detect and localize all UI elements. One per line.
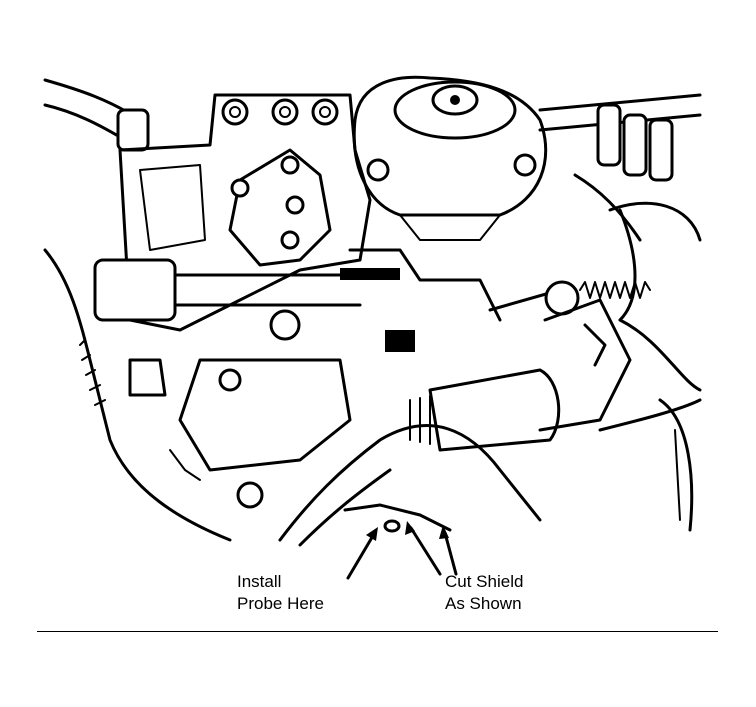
right-hose (608, 201, 702, 392)
install-probe-line-2: Probe Here (237, 594, 324, 613)
fuel-lines (538, 93, 702, 242)
cut-shield-label: Cut Shield As Shown (445, 571, 523, 615)
throttle-lever (228, 148, 332, 267)
idle-spring-bracket (488, 280, 651, 432)
solenoid (409, 368, 561, 452)
install-arrow (346, 527, 378, 580)
install-probe-line-1: Install (237, 572, 282, 591)
install-probe-label: Install Probe Here (237, 571, 324, 615)
cut-shield-arrows (405, 521, 458, 576)
cut-shield-line-2: As Shown (445, 594, 522, 613)
probe-hole (383, 519, 401, 533)
left-hose (43, 78, 150, 152)
pump-body (118, 93, 372, 332)
cut-shield-line-1: Cut Shield (445, 572, 524, 591)
heat-shield (278, 398, 702, 547)
diaphragm-dome (352, 75, 548, 241)
center-shaft (93, 248, 502, 392)
lower-housing (43, 248, 352, 542)
divider-line (37, 631, 718, 632)
